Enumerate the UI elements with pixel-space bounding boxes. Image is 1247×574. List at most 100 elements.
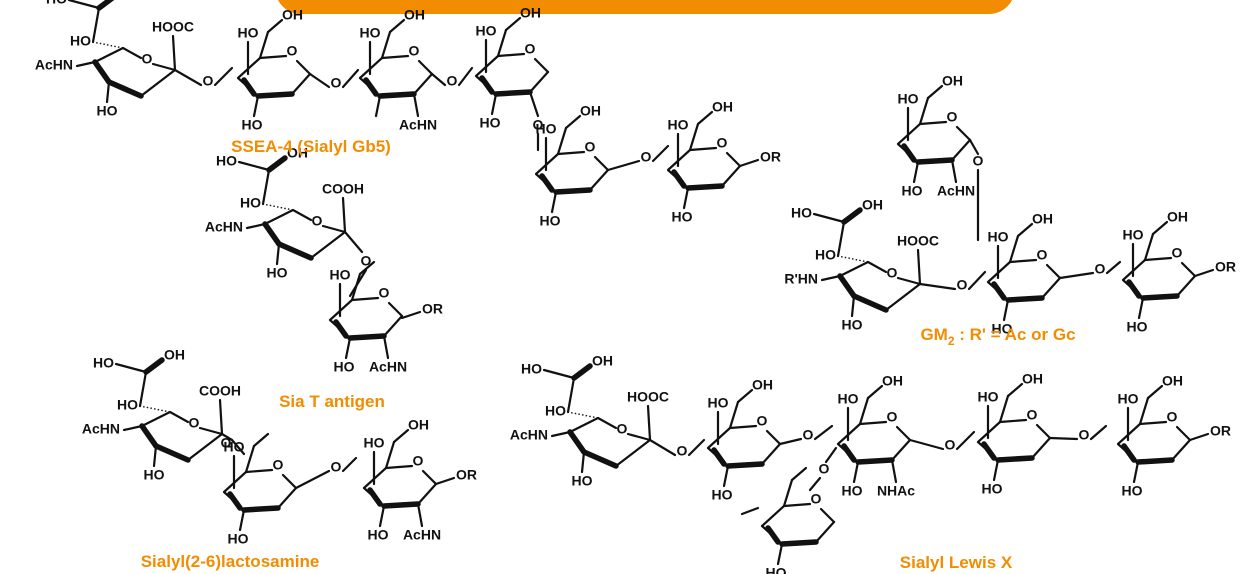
bond-line [138, 370, 148, 408]
atom-label: O [803, 427, 814, 443]
atom-label: HO [330, 267, 351, 283]
bond-line [866, 384, 884, 400]
wedge-bond [139, 423, 159, 449]
wedge-bond [553, 187, 593, 195]
atom-label: HO [842, 317, 863, 333]
atom-label: AcHN [369, 359, 407, 375]
bond-line [1188, 432, 1210, 442]
bond-line [1143, 232, 1155, 262]
bond-line [908, 438, 945, 451]
bond-line [220, 432, 234, 442]
bond-line [1180, 261, 1197, 278]
bond-line [252, 94, 260, 118]
bond-line [252, 432, 270, 448]
wedge-bond [841, 207, 863, 225]
wedge-bond [333, 319, 349, 339]
bond-line [421, 469, 438, 486]
atom-label: HO [480, 115, 501, 131]
bond-line [1002, 298, 1010, 322]
atom-label: HO [815, 247, 836, 263]
atom-label: O [811, 491, 822, 507]
atom-label: O [717, 135, 728, 151]
bond-line [648, 438, 677, 457]
molecule-name-0: SSEA-4 (Sialyl Gb5) [231, 137, 391, 156]
bond-line [836, 220, 846, 258]
bond-line [896, 276, 922, 286]
atom-label: HO [898, 91, 919, 107]
atom-label: O [331, 75, 342, 91]
atom-label: HO [791, 205, 812, 221]
atom-label: OH [882, 373, 903, 389]
bond-line [838, 260, 888, 278]
bond-line [244, 444, 256, 474]
atom-label: OH [942, 73, 963, 89]
bond-line [416, 502, 424, 528]
bond-line [496, 28, 508, 58]
atom-label: HO [1127, 319, 1148, 335]
bond-line [858, 396, 870, 426]
wedge-bond [1005, 295, 1045, 303]
atom-label: HO [842, 483, 863, 499]
bond-line [1146, 384, 1164, 400]
bond-line [926, 84, 944, 100]
atom-label: O [379, 285, 390, 301]
bond-line [173, 68, 203, 87]
bond-line [140, 410, 190, 428]
wedge-bond [837, 273, 857, 299]
bond-line [626, 432, 652, 442]
bond-line [75, 60, 97, 68]
atom-label: HO [360, 25, 381, 41]
wedge-bond [851, 293, 889, 313]
bond-line [358, 260, 376, 276]
atom-label: AcHN [403, 527, 441, 543]
molecule-name-2: GM2 : R' = Ac or Gc [920, 325, 1075, 348]
wedge-bond [266, 155, 288, 173]
bond-line [813, 424, 834, 441]
atom-label: OH [1032, 211, 1053, 227]
wedge-bond [1126, 279, 1142, 299]
wedge-bond [241, 77, 257, 97]
bond-line [392, 428, 410, 444]
atom-label: O [887, 409, 898, 425]
atom-label: O [1172, 245, 1183, 261]
atom-label: O [525, 41, 536, 57]
hash-bond [262, 203, 294, 211]
bond-line [736, 388, 754, 404]
atom-label: HO [712, 487, 733, 503]
atom-label: O [641, 149, 652, 165]
bond-line [266, 18, 284, 34]
wedge-bond [276, 241, 314, 261]
atom-label: OH [1167, 209, 1188, 225]
atom-label: HO [70, 33, 91, 49]
bond-line [688, 122, 700, 152]
atom-label: AcHN [937, 183, 975, 199]
atom-label: HO [545, 403, 566, 419]
bond-line [374, 94, 382, 118]
atom-label: O [1037, 247, 1048, 263]
bond-line [790, 466, 808, 482]
wedge-bond [1121, 443, 1137, 463]
bond-line [91, 6, 101, 44]
wedge-bond [841, 443, 857, 463]
atom-label: O [945, 437, 956, 453]
wedge-bond [363, 77, 379, 97]
bond-line [566, 376, 576, 414]
atom-label: AcHN [399, 117, 437, 133]
bond-line [955, 430, 976, 451]
atom-label: OH [862, 197, 883, 213]
bond-line [533, 57, 550, 74]
hash-bond [92, 41, 124, 49]
atom-label: OR [760, 149, 781, 165]
bond-line [321, 224, 347, 234]
bond-line [341, 196, 347, 234]
atom-label: O [361, 253, 372, 269]
wedge-bond [981, 441, 997, 461]
bond-line [950, 158, 958, 184]
bond-line [778, 437, 803, 446]
atom-label: HO [364, 435, 385, 451]
bond-line [1151, 220, 1169, 236]
bond-line [808, 476, 822, 492]
atom-label: HO [978, 389, 999, 405]
wedge-bond [479, 75, 495, 95]
